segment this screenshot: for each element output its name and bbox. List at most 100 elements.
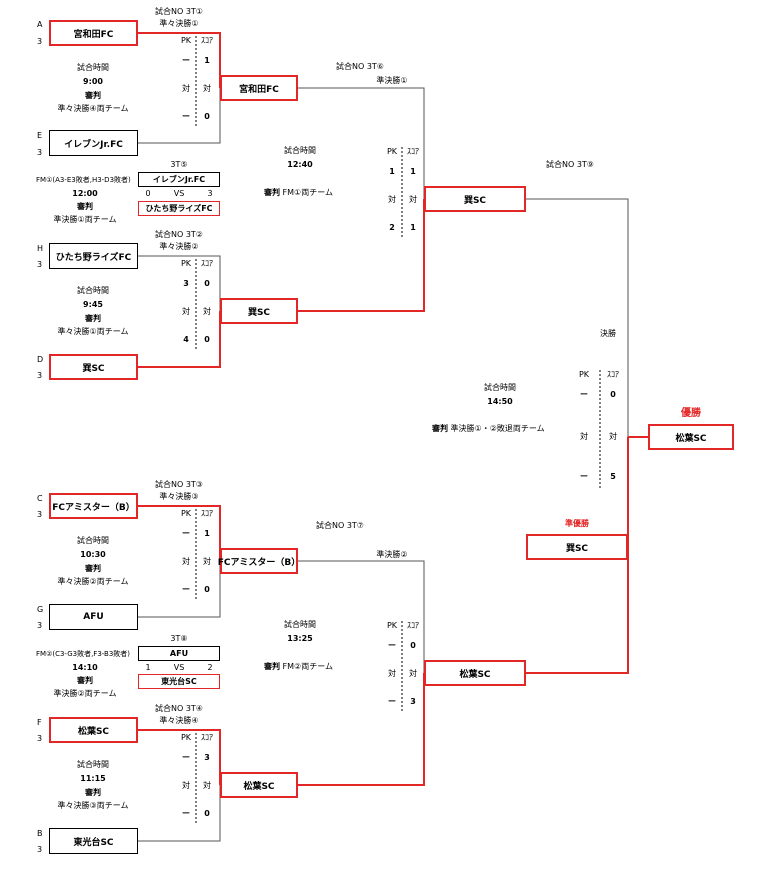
m3-time-label: 試合時間 [77, 536, 109, 545]
seed-letter-d: D [37, 355, 44, 364]
seed-letter-c: C [37, 494, 43, 503]
m6-score-header: ｽｺｱ [407, 147, 419, 156]
m1-pk-bot: ー [182, 112, 190, 121]
m3-match-no: 試合NO 3T③ [155, 480, 203, 489]
m3-round: 準々決勝③ [159, 492, 199, 501]
m9-time: 14:50 [487, 397, 513, 406]
seed-num-e: 3 [37, 148, 43, 157]
m2-time: 9:45 [83, 300, 103, 309]
m9-pk-top: ー [580, 390, 588, 399]
m6-tai-score: 対 [409, 195, 417, 204]
runner-up-label: 準優勝 [565, 519, 589, 528]
m1-pk-top: ー [182, 56, 190, 65]
m2-score-header: ｽｺｱ [201, 259, 213, 268]
m3-pk-top: ー [182, 529, 190, 538]
m3-top-line [138, 505, 221, 561]
m7-tai-score: 対 [409, 669, 417, 678]
team-box-a: 宮和田FC [49, 20, 138, 46]
m6-top-line [298, 87, 425, 199]
m7-time: 13:25 [287, 634, 313, 643]
m4-tai-score: 対 [203, 781, 211, 790]
m3-score-header: ｽｺｱ [201, 509, 213, 518]
m7-referee: 審判 FM②両チーム [264, 662, 333, 672]
team-box-g: AFU [49, 604, 138, 630]
m9-top-line [526, 198, 629, 437]
m1-pk-header: PK [180, 36, 192, 45]
m1-round: 準々決勝① [159, 19, 199, 28]
m4-time-label: 試合時間 [77, 760, 109, 769]
m4-match-no: 試合NO 3T④ [155, 704, 203, 713]
m1-ref-label: 審判 [85, 91, 101, 100]
m6-score-bot: 1 [410, 223, 416, 232]
m9-pk-header: PK [578, 370, 590, 379]
m9-ref-label: 審判 [432, 424, 448, 433]
m3-tai-score: 対 [203, 557, 211, 566]
m2-bot-line [138, 311, 221, 368]
m1-time: 9:00 [83, 77, 103, 86]
m9-score-top: 0 [610, 390, 616, 399]
m6-pk-header: PK [386, 147, 398, 156]
winner-box-m3: FCアミスター（B） [218, 548, 300, 574]
m8-match-no: 3T⑧ [170, 634, 188, 643]
m7-score-top: 0 [410, 641, 416, 650]
m8-time: 14:10 [72, 663, 98, 672]
m9-pk-bot: ー [580, 472, 588, 481]
m2-tai-pk: 対 [182, 307, 190, 316]
m1-bot-line [138, 88, 221, 144]
m3-ref-team: 準々決勝②両チーム [57, 577, 129, 586]
m5-score-right: 3 [207, 189, 213, 198]
m6-referee: 審判 FM①両チーム [264, 188, 333, 198]
m4-top-line [138, 729, 221, 785]
m2-ref-label: 審判 [85, 314, 101, 323]
seed-letter-f: F [37, 718, 42, 727]
m6-pk-bot: 2 [389, 223, 395, 232]
m2-time-label: 試合時間 [77, 286, 109, 295]
m7-ref-team: FM②両チーム [282, 662, 333, 671]
m4-pk-bot: ー [182, 809, 190, 818]
winner-box-m7: 松葉SC [424, 660, 526, 686]
team-box-c: FCアミスター（B） [49, 493, 138, 519]
team-box-h: ひたち野ライズFC [49, 243, 138, 269]
m2-pk-header: PK [180, 259, 192, 268]
m3-pk-header: PK [180, 509, 192, 518]
m4-bot-line [138, 785, 221, 842]
winner-box-m6: 巽SC [424, 186, 526, 212]
seed-num-f: 3 [37, 734, 43, 743]
m6-pk-top: 1 [389, 167, 395, 176]
winner-box-m1: 宮和田FC [220, 75, 298, 101]
seed-num-g: 3 [37, 621, 43, 630]
m9-referee: 審判 準決勝①・②敗退両チーム [432, 424, 545, 434]
m7-pk-header: PK [386, 621, 398, 630]
m6-score-top: 1 [410, 167, 416, 176]
m1-score-top: 1 [204, 56, 210, 65]
m3-tai-pk: 対 [182, 557, 190, 566]
m8-ref-label: 審判 [77, 676, 93, 685]
m3-bot-line [138, 561, 221, 618]
m6-tai-pk: 対 [388, 195, 396, 204]
seed-num-h: 3 [37, 260, 43, 269]
m5-desc: FM①(A3-E3敗者,H3-D3敗者) [36, 176, 131, 184]
m7-round: 準決勝② [376, 550, 408, 559]
m2-score-bot: 0 [204, 335, 210, 344]
m7-bot-line [298, 673, 425, 786]
m5-ref-team: 準決勝①両チーム [53, 215, 117, 224]
m6-ref-team: FM①両チーム [282, 188, 333, 197]
team-box-f: 松葉SC [49, 717, 138, 743]
m4-time: 11:15 [80, 774, 106, 783]
m8-ref-team: 準決勝②両チーム [53, 689, 117, 698]
seed-letter-b: B [37, 829, 43, 838]
m4-round: 準々決勝④ [159, 716, 199, 725]
runner-up-box: 巽SC [526, 534, 628, 560]
m9-bot-line [526, 437, 629, 674]
m2-pk-top: 3 [183, 279, 189, 288]
m1-time-label: 試合時間 [77, 63, 109, 72]
m3-time: 10:30 [80, 550, 106, 559]
m3-score-top: 1 [204, 529, 210, 538]
m7-tai-pk: 対 [388, 669, 396, 678]
seed-num-c: 3 [37, 510, 43, 519]
m1-match-no: 試合NO 3T① [155, 7, 203, 16]
m4-score-top: 3 [204, 753, 210, 762]
m8-score-right: 2 [207, 663, 213, 672]
m7-time-label: 試合時間 [284, 620, 316, 629]
